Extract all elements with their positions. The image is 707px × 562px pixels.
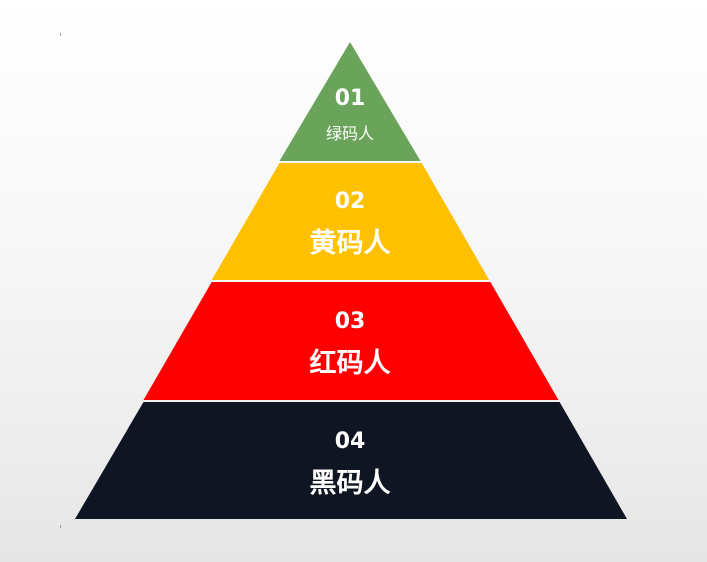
corner-mark-top-left	[60, 33, 61, 36]
tier-4-number: 04	[335, 429, 366, 454]
tier-4-label: 黑码人	[310, 468, 391, 499]
tier-1-number: 01	[335, 86, 366, 111]
tier-3-label: 红码人	[310, 347, 391, 379]
tier-1: 01 绿码人	[279, 42, 421, 161]
corner-mark-bottom-left	[60, 525, 61, 528]
tier-1-shape	[279, 42, 421, 161]
tier-2-shape	[211, 163, 490, 280]
tier-4: 04 黑码人	[75, 402, 627, 519]
tier-3-number: 03	[335, 309, 366, 334]
tier-3-shape	[143, 282, 559, 400]
tier-4-shape	[75, 402, 627, 519]
tier-3: 03 红码人	[143, 282, 559, 400]
tier-2-label: 黄码人	[310, 228, 391, 259]
tier-2: 02 黄码人	[211, 163, 490, 280]
tier-2-number: 02	[335, 189, 366, 214]
tier-1-label: 绿码人	[326, 124, 374, 143]
